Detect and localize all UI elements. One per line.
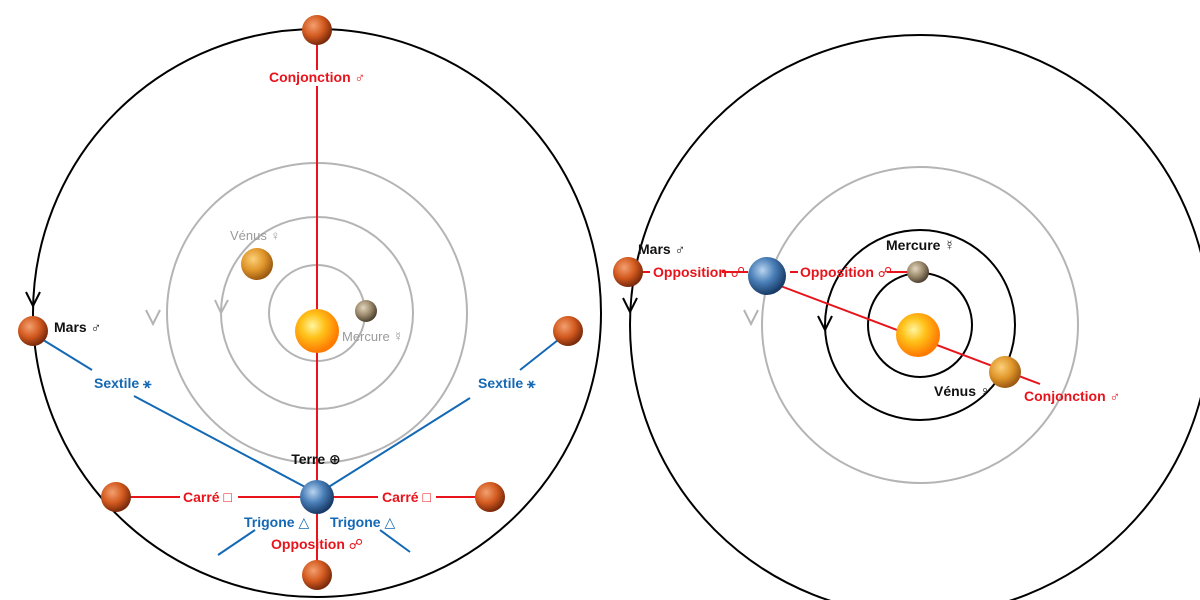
left-mars-orbit-arrow	[25, 291, 41, 309]
left-trigone-label-left: Trigone △	[244, 514, 309, 530]
left-mercury-label: Mercure ☿	[342, 329, 403, 344]
right-mars-planet	[613, 257, 643, 287]
right-venus-orbit	[824, 229, 1016, 421]
left-sun	[295, 309, 339, 353]
right-venus-planet	[989, 356, 1021, 388]
right-mars-label: Mars ♂	[638, 241, 685, 257]
left-trigone-label-right: Trigone △	[330, 514, 395, 530]
left-opposition-label: Opposition ☍	[271, 536, 363, 552]
left-earth-planet	[300, 480, 334, 514]
left-mars-left	[18, 316, 48, 346]
right-mars-orbit-arrow	[622, 297, 638, 315]
left-carre-label-left: Carré □	[183, 489, 232, 505]
right-venus-orbit-arrow	[817, 315, 833, 333]
left-sextile-line-right	[326, 397, 471, 489]
left-conjonction-label: Conjonction ♂	[269, 69, 365, 85]
right-mercury-label: Mercure ☿	[886, 237, 955, 253]
right-diagram: Mars ♂ Opposition ☍ Opposition ☍ Mercure…	[613, 34, 1200, 600]
left-earth-orbit-arrow	[145, 309, 161, 327]
right-opposition-label-outer: Opposition ☍	[653, 264, 745, 280]
left-terre-label: Terre ⊕	[291, 451, 341, 467]
left-venus-planet	[241, 248, 273, 280]
left-mars-lower-left	[101, 482, 131, 512]
left-carre-label-right: Carré □	[382, 489, 431, 505]
left-mars-right	[553, 316, 583, 346]
left-mars-top	[302, 15, 332, 45]
left-sextile-label-left: Sextile ⚹	[94, 375, 152, 391]
right-conjonction-label: Conjonction ♂	[1024, 388, 1120, 404]
left-mercury-planet	[355, 300, 377, 322]
right-earth-orbit-arrow	[743, 309, 759, 327]
left-mars-lower-right	[475, 482, 505, 512]
right-venus-label: Vénus ♀	[934, 383, 990, 399]
left-sextile-line-left-b	[133, 395, 308, 489]
left-venus-orbit-arrow	[214, 299, 229, 316]
left-mars-bottom	[302, 560, 332, 590]
left-diagram: Conjonction ♂ Mars ♂ Vénus ♀ Mercure ☿ S…	[18, 15, 602, 598]
left-sextile-line-left	[39, 337, 93, 371]
left-mars-label: Mars ♂	[54, 319, 101, 335]
left-trigone-line-right	[379, 529, 411, 553]
right-mars-orbit	[629, 34, 1200, 600]
left-trigone-line-left	[217, 529, 256, 556]
right-opposition-label-inner: Opposition ☍	[800, 264, 892, 280]
left-sextile-line-right-b	[519, 339, 559, 371]
right-earth-planet	[748, 257, 786, 295]
right-sun	[896, 313, 940, 357]
right-earth-orbit	[761, 166, 1079, 484]
right-mercury-planet	[907, 261, 929, 283]
left-venus-label: Vénus ♀	[230, 228, 280, 243]
left-sextile-label-right: Sextile ⚹	[478, 375, 536, 391]
